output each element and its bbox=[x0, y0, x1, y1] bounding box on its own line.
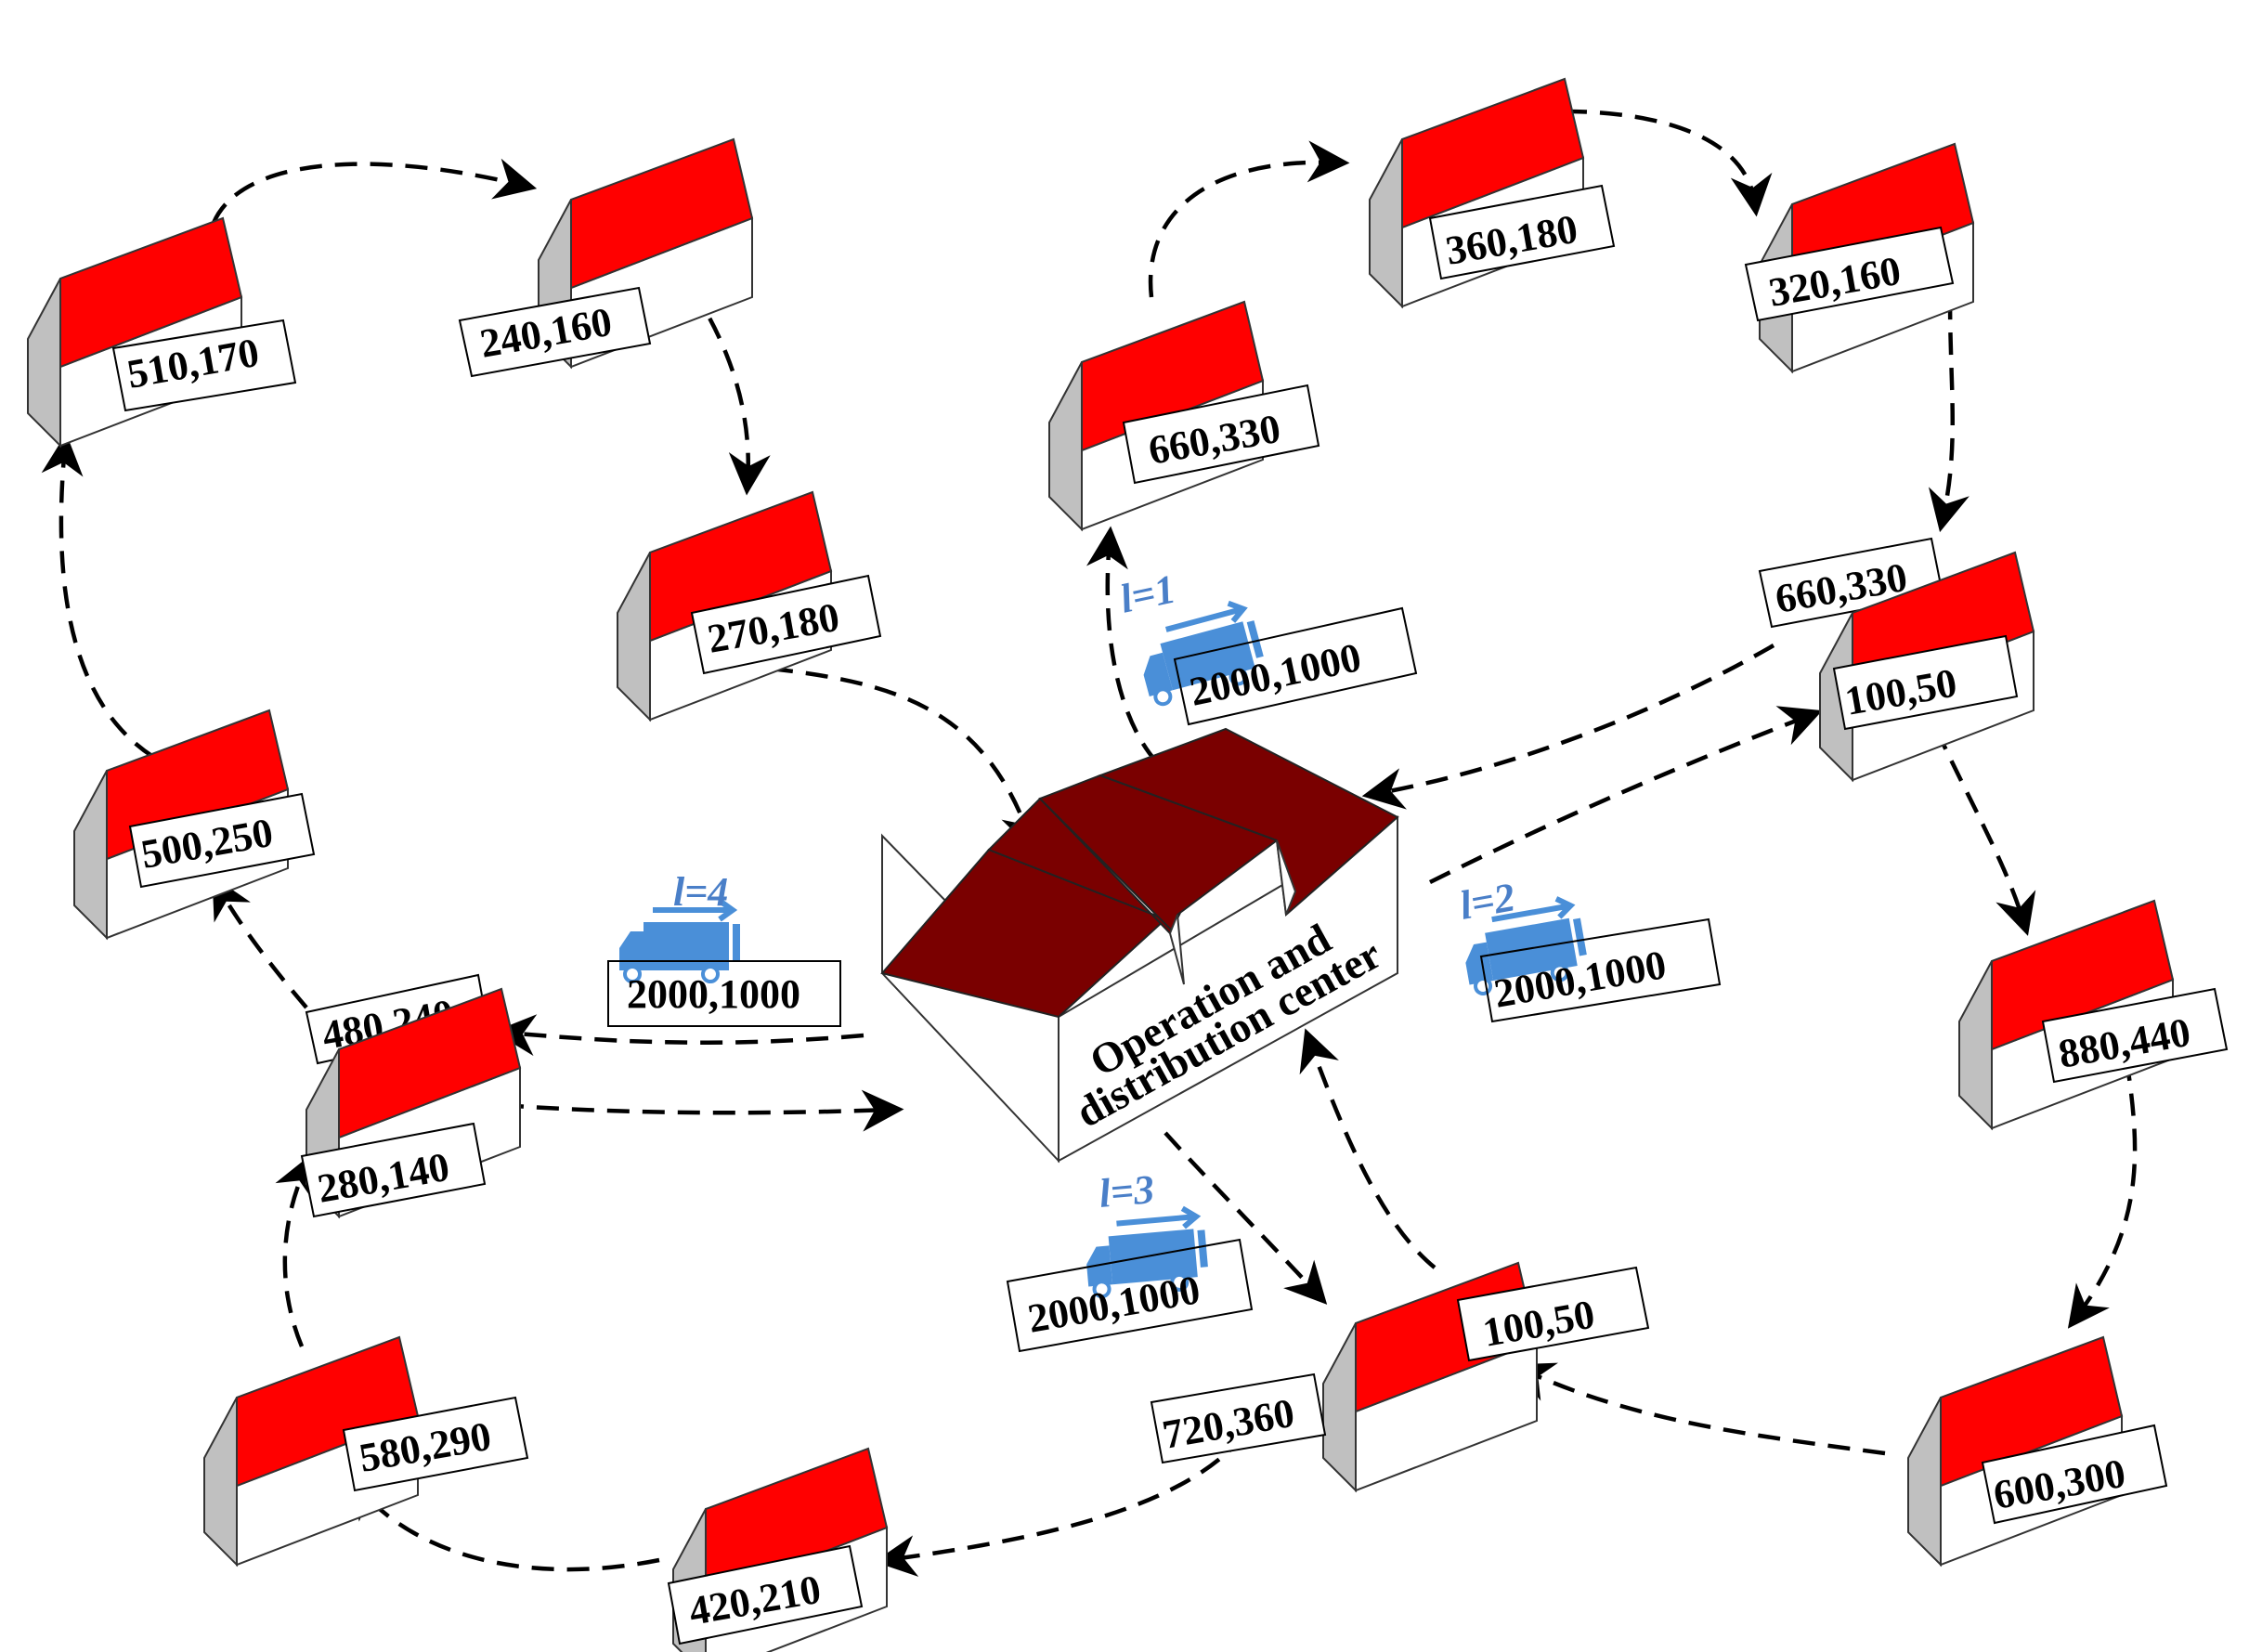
customer-node: 510,170 bbox=[27, 217, 297, 447]
customer-node: 720,360 100,50 bbox=[1150, 1262, 1650, 1491]
vehicle-capacity: 2000,1000 bbox=[627, 971, 800, 1017]
customer-node: 240,160 bbox=[458, 138, 753, 378]
vehicle-label: l=2 bbox=[1456, 874, 1518, 929]
distribution-center: Operation and distribution center bbox=[880, 727, 1399, 1164]
vehicle-label: l=3 bbox=[1098, 1166, 1156, 1216]
customer-node: 580,290 bbox=[203, 1336, 529, 1566]
vehicle-label: l=4 bbox=[673, 869, 728, 915]
customer-node: 500,250 bbox=[73, 709, 316, 939]
customer-node: 880,440 bbox=[1958, 900, 2229, 1129]
customer-node: 660,330 bbox=[1048, 301, 1320, 530]
customer-node: 360,180 bbox=[1369, 78, 1616, 307]
customer-node: 480,240 280,140 bbox=[300, 973, 521, 1218]
vehicle-label: l=1 bbox=[1116, 566, 1179, 622]
vehicle-3: l=3 2000,1000 bbox=[1006, 1166, 1254, 1353]
route-vehicle-2 bbox=[1299, 706, 2138, 1456]
customer-node: 600,300 bbox=[1907, 1336, 2168, 1566]
route-vehicle-4 bbox=[41, 158, 1041, 1057]
customer-node: 270,180 bbox=[617, 491, 882, 721]
customer-node: 660,330 100,50 bbox=[1758, 537, 2034, 781]
vehicle-2: l=2 2000,1000 bbox=[1456, 874, 1722, 1023]
route-vehicle-1 bbox=[1086, 109, 1970, 810]
customer-node: 420,210 bbox=[667, 1448, 888, 1652]
vehicle-1: l=1 2000,1000 bbox=[1116, 566, 1418, 726]
customer-node: 320,160 bbox=[1744, 143, 1974, 372]
vehicle-4: l=4 2000,1000 bbox=[607, 869, 841, 1027]
